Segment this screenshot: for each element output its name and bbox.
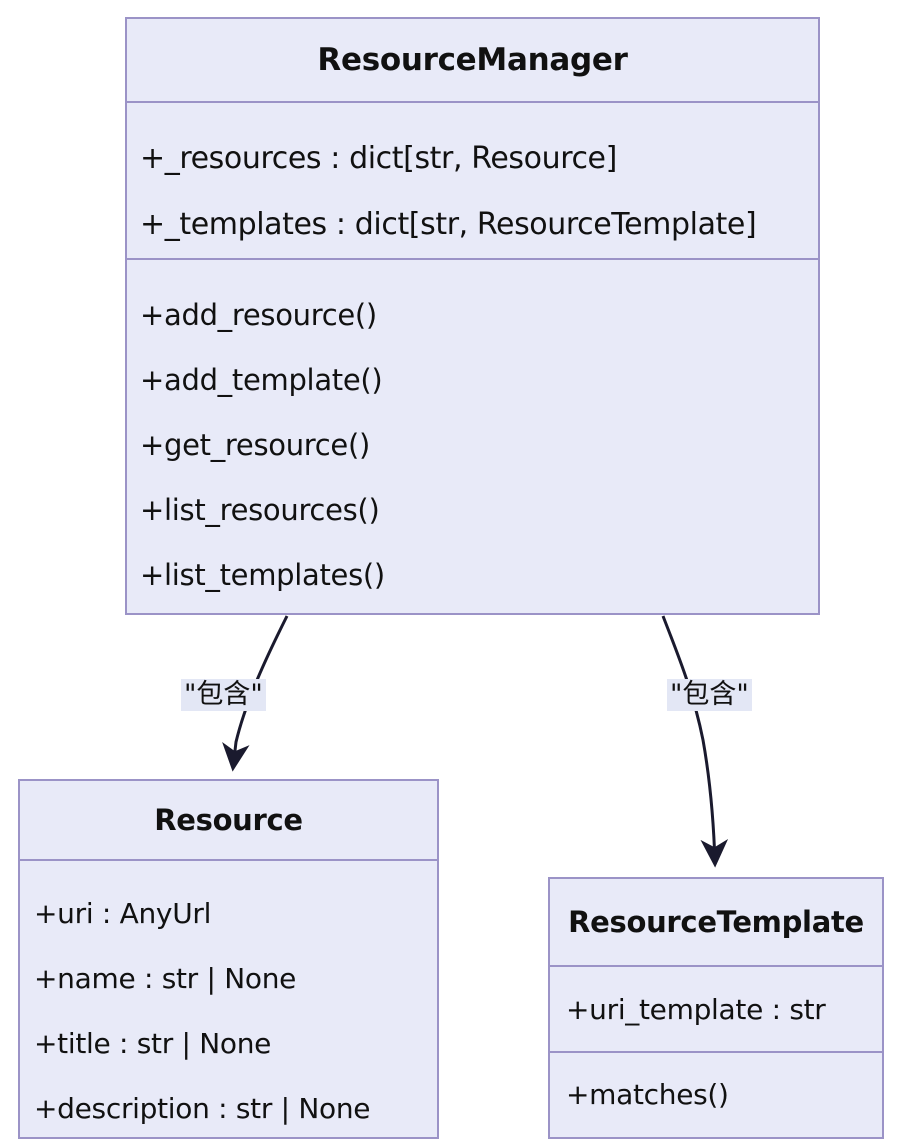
class-attributes-resource: +uri : AnyUrl +name : str | None +title … bbox=[20, 859, 437, 1137]
attribute-row: +name : str | None bbox=[34, 962, 297, 995]
class-attributes-resourcemanager: +_resources : dict[str, Resource] +_temp… bbox=[127, 101, 818, 258]
attribute-row: +title : str | None bbox=[34, 1027, 272, 1060]
class-methods-resourcemanager: +add_resource() +add_template() +get_res… bbox=[127, 258, 818, 607]
method-row: +get_resource() bbox=[140, 427, 370, 462]
edge-label-manager-resource: "包含" bbox=[181, 679, 266, 712]
class-attributes-resourcetemplate: +uri_template : str bbox=[550, 965, 882, 1051]
method-row: +matches() bbox=[566, 1077, 729, 1111]
uml-class-resource[interactable]: Resource +uri : AnyUrl +name : str | Non… bbox=[18, 779, 439, 1139]
uml-class-resourcetemplate[interactable]: ResourceTemplate +uri_template : str +ma… bbox=[548, 877, 884, 1139]
attribute-row: +description : str | None bbox=[34, 1092, 371, 1125]
edge-label-manager-resourcetemplate: "包含" bbox=[667, 679, 752, 712]
class-title-resourcemanager: ResourceManager bbox=[317, 42, 628, 78]
class-title-resourcetemplate: ResourceTemplate bbox=[568, 905, 864, 939]
attribute-row: +uri : AnyUrl bbox=[34, 897, 212, 930]
attribute-row: +_resources : dict[str, Resource] bbox=[140, 140, 617, 176]
uml-class-resourcemanager[interactable]: ResourceManager +_resources : dict[str, … bbox=[125, 17, 820, 615]
class-title-resource: Resource bbox=[154, 803, 303, 837]
method-row: +add_resource() bbox=[140, 297, 377, 332]
method-row: +list_resources() bbox=[140, 492, 380, 527]
method-row: +list_templates() bbox=[140, 557, 385, 592]
attribute-row: +_templates : dict[str, ResourceTemplate… bbox=[140, 206, 757, 242]
class-methods-resourcetemplate: +matches() bbox=[550, 1051, 882, 1135]
edge-manager-to-resourcetemplate bbox=[661, 615, 729, 868]
method-row: +add_template() bbox=[140, 362, 383, 397]
attribute-row: +uri_template : str bbox=[566, 992, 826, 1026]
